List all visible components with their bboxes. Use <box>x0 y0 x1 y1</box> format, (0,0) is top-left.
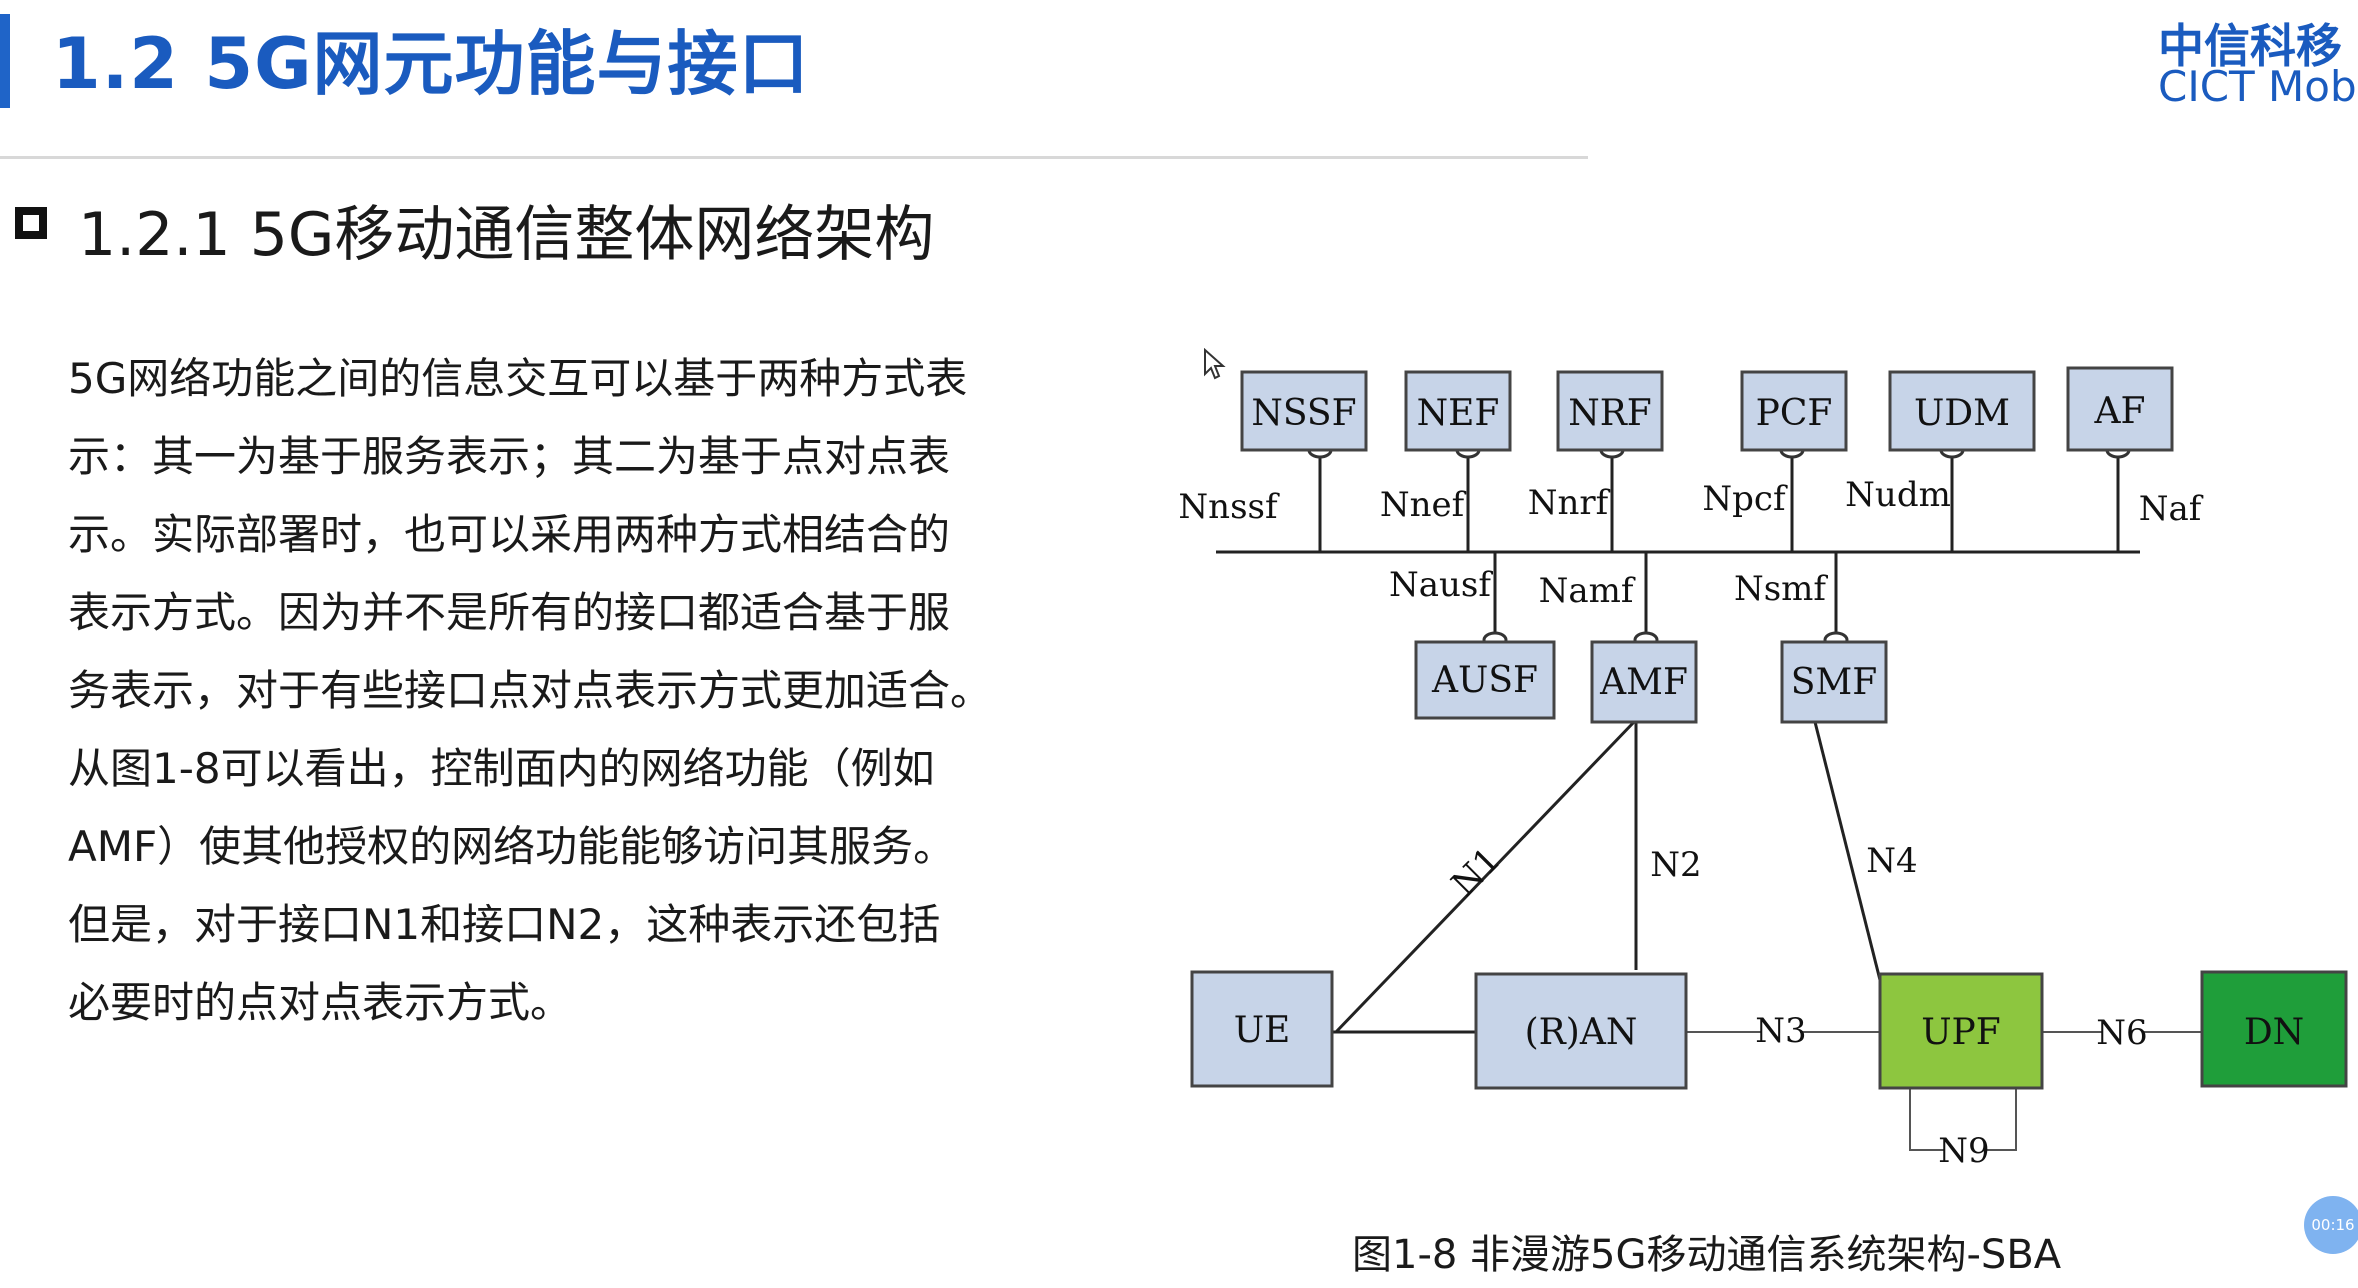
sba-architecture-diagram: NSSF NEF NRF PCF UDM AF AUSF AMF SMF UE … <box>1178 366 2348 1172</box>
page-title: 1.2 5G网元功能与接口 <box>52 23 810 105</box>
label-af: AF <box>2094 391 2146 432</box>
iface-nausf: Nausf <box>1389 565 1493 605</box>
logo-chinese-text: 中信科移 <box>2158 19 2342 73</box>
label-nrf: NRF <box>1568 393 1652 434</box>
node-amf <box>1590 640 1698 724</box>
bullet-square-icon <box>15 207 47 239</box>
label-udm: UDM <box>1914 393 2010 434</box>
node-dn <box>2200 970 2348 1088</box>
title-accent-bar <box>0 14 10 108</box>
label-pcf: PCF <box>1756 393 1833 434</box>
mouse-cursor-icon <box>1204 348 1226 380</box>
iface-n3: N3 <box>1755 1011 1806 1051</box>
node-ausf <box>1414 640 1556 720</box>
iface-n2: N2 <box>1650 845 1701 885</box>
label-upf: UPF <box>1921 1012 2001 1053</box>
company-logo: 中信科移 CICT Mob <box>2158 10 2358 120</box>
label-ue: UE <box>1234 1010 1291 1051</box>
label-nssf: NSSF <box>1251 393 1356 434</box>
label-amf: AMF <box>1599 662 1688 703</box>
label-smf: SMF <box>1791 662 1878 703</box>
section-subtitle: 1.2.1 5G移动通信整体网络架构 <box>78 200 935 270</box>
iface-nnssf: Nnssf <box>1178 487 1280 527</box>
node-nrf <box>1556 370 1664 452</box>
label-bg-n6 <box>2102 1008 2142 1054</box>
node-ue <box>1190 970 1334 1088</box>
logo-english-text: CICT Mob <box>2158 62 2357 111</box>
iface-nnef: Nnef <box>1380 485 1467 525</box>
header-divider <box>0 156 1588 159</box>
label-dn: DN <box>2244 1012 2304 1053</box>
body-paragraph: 5G网络功能之间的信息交互可以基于两种方式表 示：其一为基于服务表示；其二为基于… <box>68 354 993 1027</box>
iface-n1: N1 <box>1444 840 1509 905</box>
iface-nnrf: Nnrf <box>1528 483 1611 523</box>
node-smf <box>1780 640 1888 724</box>
iface-n9: N9 <box>1938 1131 1989 1171</box>
label-bg-n3 <box>1762 1006 1800 1054</box>
link-n4 <box>1812 717 1882 981</box>
label-ran: (R)AN <box>1525 1012 1638 1053</box>
iface-n4: N4 <box>1866 841 1917 881</box>
label-bg-n9 <box>1944 1126 1984 1172</box>
node-pcf <box>1740 370 1848 452</box>
node-udm <box>1888 370 2036 452</box>
label-nef: NEF <box>1417 393 1500 434</box>
iface-n6: N6 <box>2096 1013 2147 1053</box>
iface-naf: Naf <box>2139 489 2204 529</box>
iface-namf: Namf <box>1539 571 1636 611</box>
iface-nudm: Nudm <box>1845 475 1951 515</box>
node-upf <box>1878 972 2044 1090</box>
link-n1 <box>1334 720 1636 1034</box>
node-nef <box>1404 370 1512 452</box>
iface-npcf: Npcf <box>1702 479 1788 519</box>
label-ausf: AUSF <box>1431 660 1538 701</box>
node-af <box>2066 366 2174 452</box>
figure-caption: 图1-8 非漫游5G移动通信系统架构-SBA <box>1352 1232 2062 1278</box>
timer-badge[interactable]: 00:16 <box>2304 1196 2358 1254</box>
node-ran <box>1474 972 1688 1090</box>
node-nssf <box>1240 370 1368 452</box>
iface-nsmf: Nsmf <box>1734 569 1828 609</box>
